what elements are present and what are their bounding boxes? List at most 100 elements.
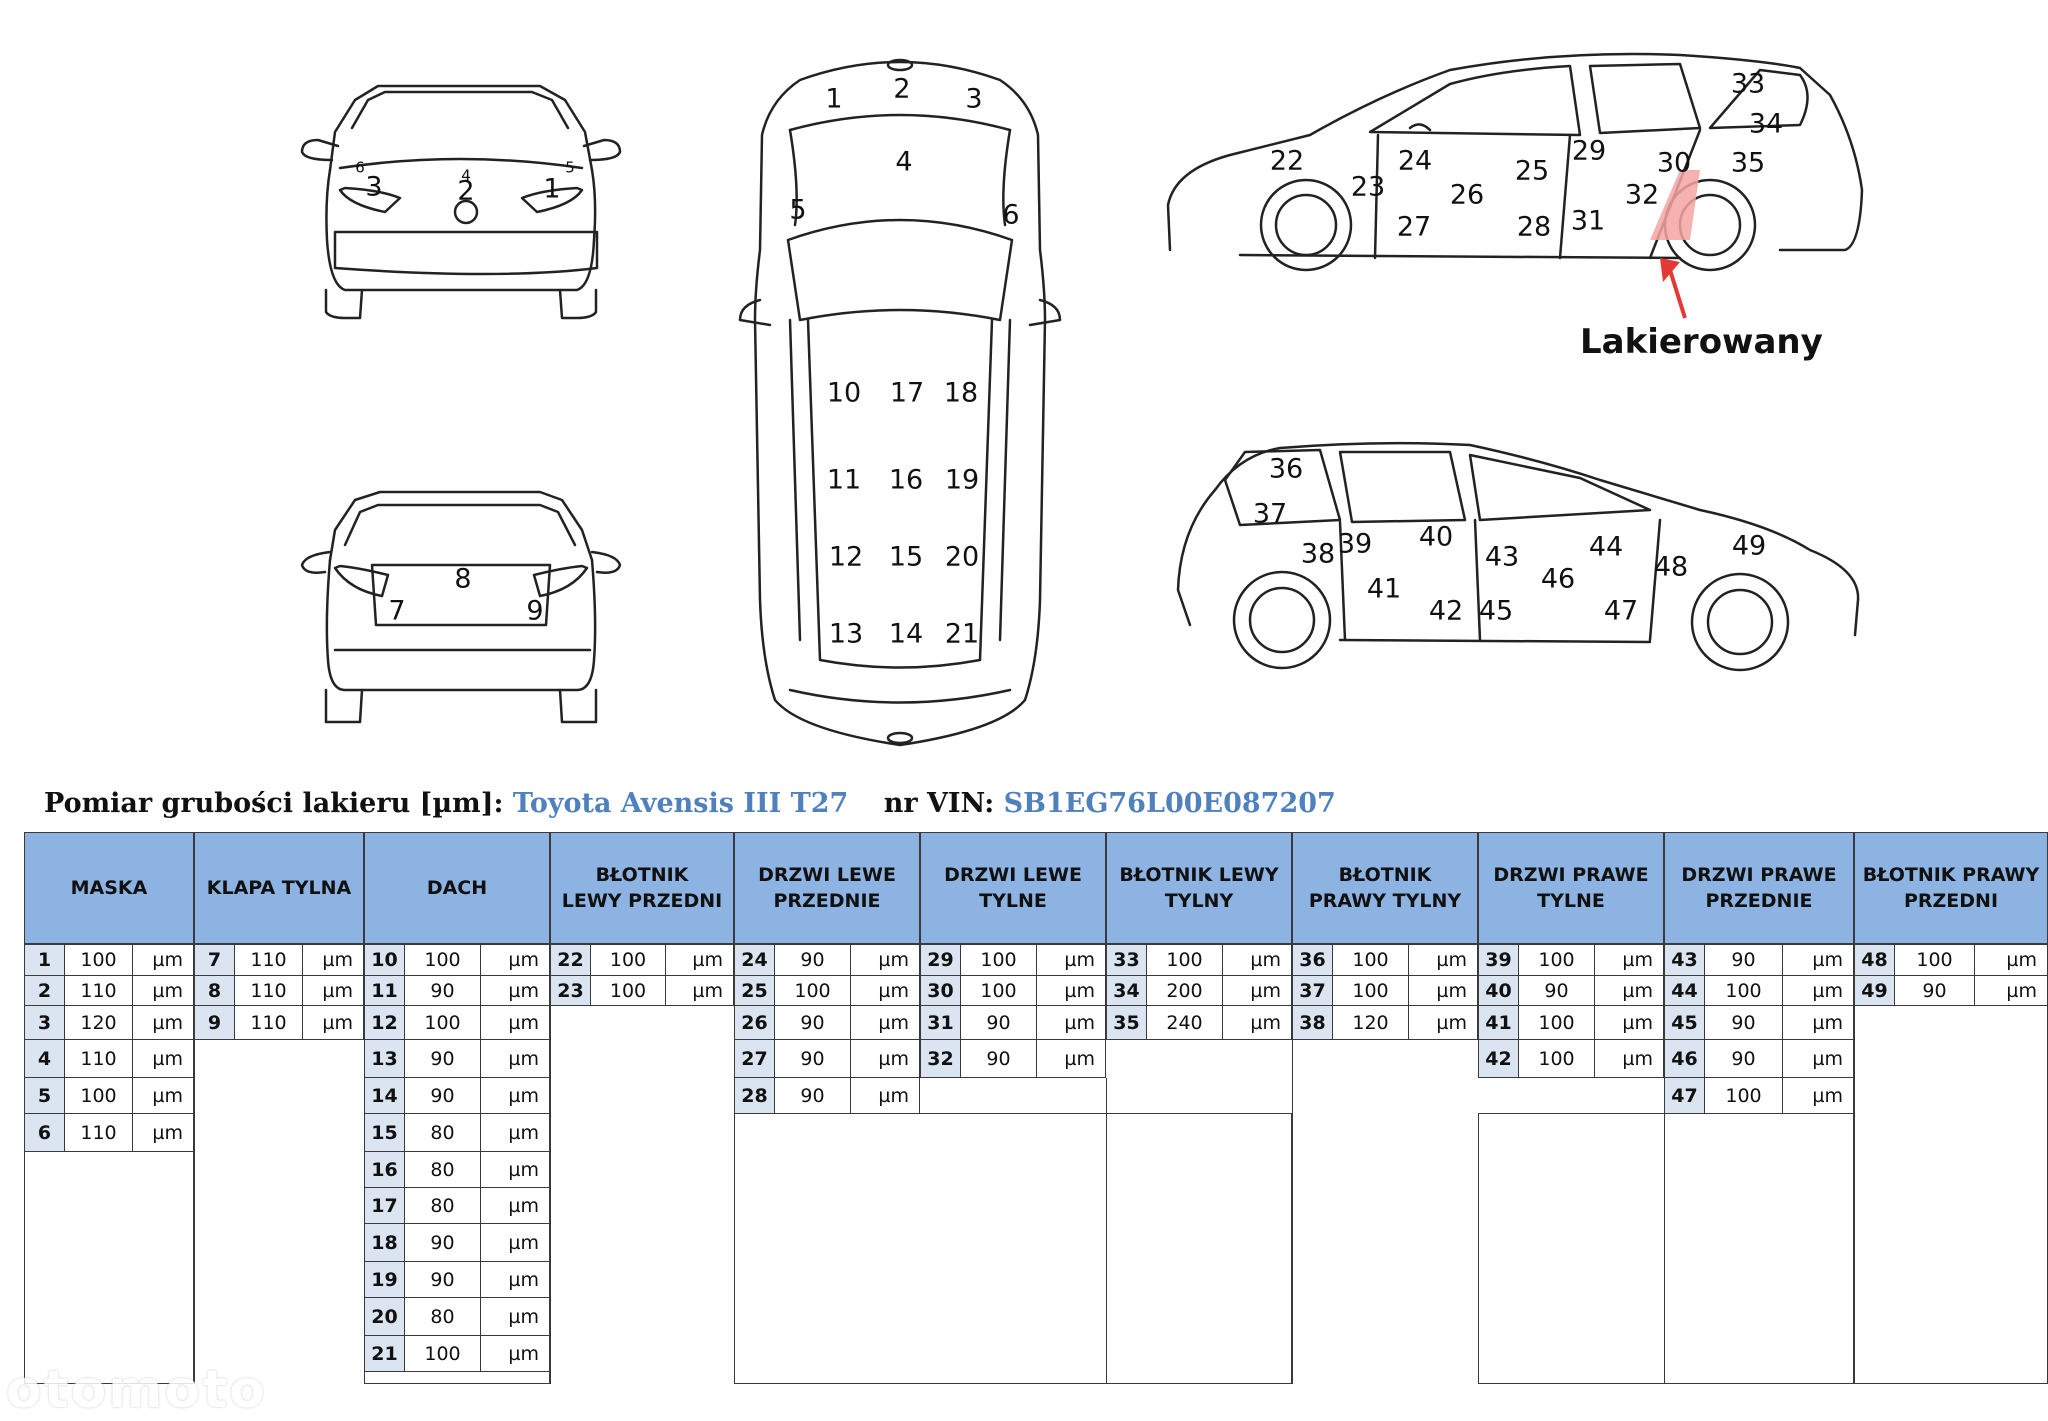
thickness-value: 100 <box>1518 944 1594 976</box>
thickness-value: 110 <box>234 976 302 1006</box>
thickness-value: 200 <box>1146 976 1222 1006</box>
panel-label-5: 5 <box>789 195 806 226</box>
thickness-value: 110 <box>64 1040 132 1078</box>
panel-label-23: 23 <box>1351 172 1385 203</box>
panel-label-15: 15 <box>889 542 923 573</box>
panel-label-11: 11 <box>827 465 861 496</box>
thickness-value: 90 <box>1518 976 1594 1006</box>
unit-label: µm <box>1594 944 1664 976</box>
unit-label: µm <box>480 1298 550 1336</box>
point-number: 22 <box>550 944 590 976</box>
panel-label-1: 1 <box>543 174 560 205</box>
thickness-value: 90 <box>960 1006 1036 1040</box>
point-number: 6 <box>24 1114 64 1152</box>
point-number: 25 <box>734 976 774 1006</box>
thickness-value: 90 <box>404 976 480 1006</box>
car-model: Toyota Avensis III T27 <box>512 788 849 819</box>
table-group-header: DRZWI PRAWE PRZEDNIE <box>1664 832 1854 944</box>
page-title: Pomiar grubości lakieru [µm]: Toyota Ave… <box>44 788 1336 819</box>
point-number: 3 <box>24 1006 64 1040</box>
table-group-header: BŁOTNIK LEWY TYLNY <box>1106 832 1292 944</box>
table-group-header: BŁOTNIK PRAWY TYLNY <box>1292 832 1478 944</box>
panel-label-49: 49 <box>1732 531 1766 562</box>
unit-label: µm <box>480 1262 550 1298</box>
unit-label: µm <box>850 976 920 1006</box>
painted-area-highlight <box>1650 170 1700 240</box>
thickness-value: 90 <box>404 1040 480 1078</box>
point-number: 41 <box>1478 1006 1518 1040</box>
point-number: 18 <box>364 1224 404 1262</box>
panel-label-37: 37 <box>1253 499 1287 530</box>
thickness-value: 90 <box>404 1078 480 1114</box>
unit-label: µm <box>1036 976 1106 1006</box>
thickness-value: 90 <box>1704 1006 1782 1040</box>
panel-label-40: 40 <box>1419 522 1453 553</box>
thickness-value: 100 <box>404 1006 480 1040</box>
table-group-header: BŁOTNIK PRAWY PRZEDNI <box>1854 832 2048 944</box>
thickness-value: 90 <box>404 1224 480 1262</box>
point-number: 5 <box>24 1078 64 1114</box>
unit-label: µm <box>1782 944 1854 976</box>
panel-label-45: 45 <box>1479 596 1513 627</box>
point-number: 26 <box>734 1006 774 1040</box>
unit-label: µm <box>480 944 550 976</box>
thickness-value: 100 <box>960 976 1036 1006</box>
unit-label: µm <box>850 1006 920 1040</box>
unit-label: µm <box>1408 1006 1478 1040</box>
point-number: 9 <box>194 1006 234 1040</box>
thickness-value: 110 <box>64 976 132 1006</box>
thickness-value: 90 <box>404 1262 480 1298</box>
thickness-value: 120 <box>64 1006 132 1040</box>
panel-label-18: 18 <box>944 378 978 409</box>
point-number: 30 <box>920 976 960 1006</box>
point-number: 1 <box>24 944 64 976</box>
thickness-value: 90 <box>774 944 850 976</box>
thickness-value: 80 <box>404 1114 480 1152</box>
thickness-value: 110 <box>234 944 302 976</box>
point-number: 19 <box>364 1262 404 1298</box>
thickness-value: 100 <box>590 944 665 976</box>
point-number: 38 <box>1292 1006 1332 1040</box>
thickness-value: 110 <box>234 1006 302 1040</box>
panel-label-19: 19 <box>945 465 979 496</box>
point-number: 28 <box>734 1078 774 1114</box>
thickness-value: 100 <box>64 944 132 976</box>
thickness-value: 100 <box>1518 1040 1594 1078</box>
point-number: 16 <box>364 1152 404 1188</box>
panel-label-3: 3 <box>965 84 982 115</box>
thickness-value: 90 <box>774 1006 850 1040</box>
panel-label-5: 5 <box>565 159 575 177</box>
table-group-header: DACH <box>364 832 550 944</box>
panel-label-30: 30 <box>1657 148 1691 179</box>
thickness-value: 100 <box>1894 944 1974 976</box>
unit-label: µm <box>1222 944 1292 976</box>
unit-label: µm <box>480 1006 550 1040</box>
point-number: 23 <box>550 976 590 1006</box>
unit-label: µm <box>480 1336 550 1372</box>
thickness-value: 120 <box>1332 1006 1408 1040</box>
unit-label: µm <box>850 944 920 976</box>
point-number: 48 <box>1854 944 1894 976</box>
point-number: 2 <box>24 976 64 1006</box>
panel-label-36: 36 <box>1269 454 1303 485</box>
panel-label-33: 33 <box>1731 69 1765 100</box>
